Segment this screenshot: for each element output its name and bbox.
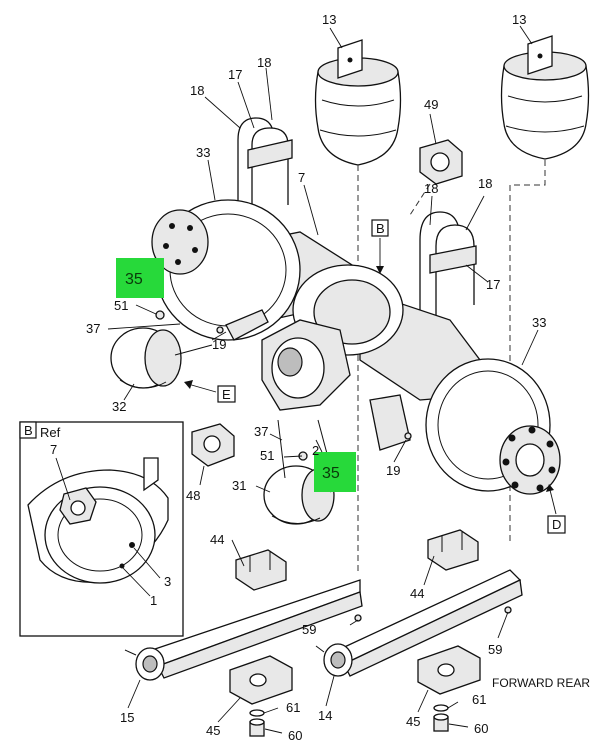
label-59-left: 59 [302, 622, 316, 637]
svg-text:D: D [552, 517, 561, 532]
differential-carrier [261, 319, 351, 411]
leader-lines [107, 25, 539, 734]
label-18-left: 18 [190, 83, 204, 98]
highlight-35-lower[interactable]: 35 [314, 452, 356, 492]
label-59-right: 59 [488, 642, 502, 657]
callout-d: D [546, 484, 566, 534]
inset-ref-label: Ref [40, 425, 61, 440]
saddle-44-right [427, 529, 479, 571]
callout-e: E [184, 380, 236, 403]
svg-text:B: B [376, 221, 385, 236]
label-51-lower: 51 [260, 448, 274, 463]
bracket-45-right [417, 645, 481, 695]
label-33-right: 33 [532, 315, 546, 330]
washer-61-left [249, 709, 265, 717]
bracket-48 [191, 423, 235, 467]
label-60-left: 60 [288, 728, 302, 743]
label-60-right: 60 [474, 721, 488, 736]
suspension-beam-left [124, 579, 363, 681]
label-33-left: 33 [196, 145, 210, 160]
u-bolts-right [419, 211, 477, 325]
bracket-49 [409, 139, 463, 216]
label-37-lower: 37 [254, 424, 268, 439]
label-19-left: 19 [212, 337, 226, 352]
label-61-left: 61 [286, 700, 300, 715]
label-44-left: 44 [210, 532, 224, 547]
washer-61-right [433, 704, 449, 712]
label-18-left-top: 18 [257, 55, 271, 70]
inset-detail-b: B Ref [19, 421, 184, 637]
label-51-upper: 51 [114, 298, 128, 313]
saddle-44-left [235, 549, 287, 591]
label-17-left: 17 [228, 67, 242, 82]
label-18-right-a: 18 [424, 181, 438, 196]
label-35-upper: 35 [125, 271, 143, 288]
svg-text:E: E [222, 387, 231, 402]
suspension-beam-right [315, 569, 523, 677]
label-7: 7 [298, 170, 305, 185]
bracket-45-left [229, 655, 293, 705]
label-32: 32 [112, 399, 126, 414]
part-labels: 13 13 17 18 18 49 33 7 18 18 17 51 37 19… [50, 12, 546, 743]
label-14: 14 [318, 708, 332, 723]
label-18-right-b: 18 [478, 176, 492, 191]
label-31: 31 [232, 478, 246, 493]
brake-drum-right [425, 358, 561, 495]
label-13-left: 13 [322, 12, 336, 27]
inset-label-1: 1 [150, 593, 157, 608]
brake-chamber-32 [110, 327, 213, 389]
label-17-right: 17 [486, 277, 500, 292]
label-19-right: 19 [386, 463, 400, 478]
label-61-right: 61 [472, 692, 486, 707]
brake-drum-left [151, 199, 301, 341]
label-37-upper: 37 [86, 321, 100, 336]
label-49: 49 [424, 97, 438, 112]
callout-b-main: B [371, 219, 389, 274]
inset-label-3: 3 [164, 574, 171, 589]
label-35-lower: 35 [322, 465, 340, 482]
label-45-left: 45 [206, 723, 220, 738]
label-44-right: 44 [410, 586, 424, 601]
bushing-60-right [433, 713, 449, 732]
label-2: 2 [312, 443, 319, 458]
highlight-35-upper[interactable]: 35 [116, 258, 164, 298]
inset-label-7: 7 [50, 442, 57, 457]
label-45-right: 45 [406, 714, 420, 729]
brake-chamber-31 [263, 465, 346, 525]
brake-arms [225, 309, 411, 479]
label-48: 48 [186, 488, 200, 503]
forward-rear-caption: FORWARD REAR [492, 676, 590, 690]
u-bolts-left [237, 117, 293, 218]
bolts [155, 310, 512, 622]
label-15: 15 [120, 710, 134, 725]
bushing-60-left [249, 718, 265, 737]
air-spring-left [314, 39, 402, 575]
label-13-right: 13 [512, 12, 526, 27]
air-spring-right [500, 35, 590, 545]
inset-callout-letter: B [24, 423, 33, 438]
